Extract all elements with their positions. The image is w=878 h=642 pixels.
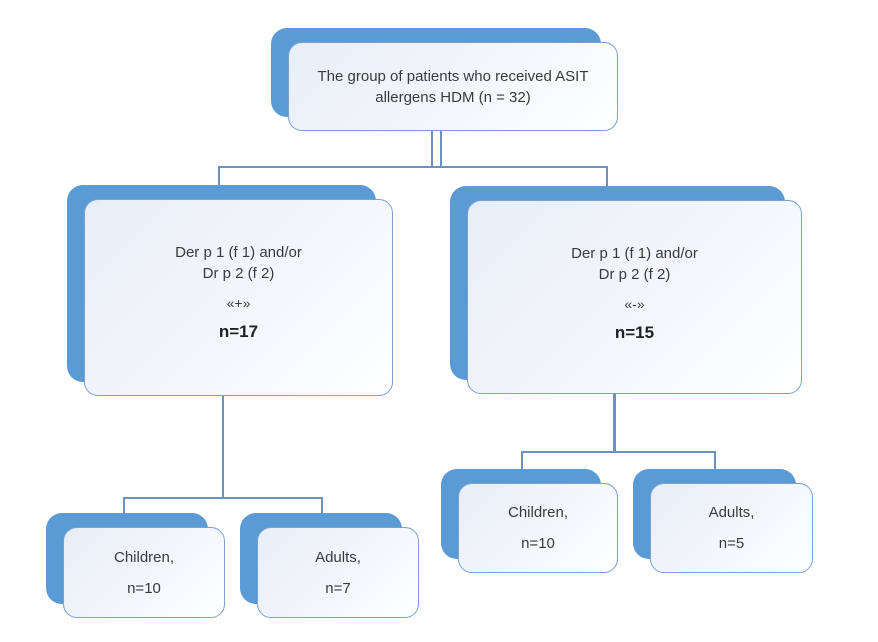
negative-adults-count: n=5 <box>718 535 745 552</box>
positive-children-label: Children, <box>113 548 175 566</box>
positive-adults-node: Adults, n=7 <box>240 513 419 618</box>
positive-children-box: Children, n=10 <box>63 527 225 618</box>
negative-branch-line2: Dr p 2 (f 2) <box>598 266 671 283</box>
negative-adults-box: Adults, n=5 <box>650 483 813 573</box>
negative-children-count: n=10 <box>521 535 555 552</box>
positive-branch-box: Der p 1 (f 1) and/or Dr p 2 (f 2) «+» n=… <box>84 199 393 396</box>
connector-line <box>218 166 608 168</box>
connector-line <box>521 451 716 453</box>
root-node: The group of patients who received ASIT … <box>271 28 618 131</box>
positive-branch-line2: Dr p 2 (f 2) <box>202 265 275 282</box>
connector-line <box>521 451 523 469</box>
negative-children-box: Children, n=10 <box>458 483 618 573</box>
root-node-text-line1: The group of patients who received ASIT <box>317 67 589 85</box>
negative-branch-line1: Der p 1 (f 1) and/or <box>571 245 698 262</box>
connector-line <box>222 395 224 499</box>
negative-count: n=15 <box>614 323 655 342</box>
connector-line <box>218 166 220 186</box>
connector-line <box>440 131 442 168</box>
negative-branch-box: Der p 1 (f 1) and/or Dr p 2 (f 2) «-» n=… <box>467 200 802 394</box>
positive-children-count: n=10 <box>127 579 161 597</box>
positive-branch-node: Der p 1 (f 1) and/or Dr p 2 (f 2) «+» n=… <box>67 185 393 396</box>
positive-count: n=17 <box>218 322 259 341</box>
positive-branch-line1: Der p 1 (f 1) and/or <box>175 244 302 261</box>
negative-adults-node: Adults, n=5 <box>633 469 813 573</box>
negative-adults-label: Adults, <box>708 504 755 521</box>
positive-adults-box: Adults, n=7 <box>257 527 419 618</box>
negative-children-node: Children, n=10 <box>441 469 618 573</box>
connector-line <box>606 166 608 186</box>
root-node-text-line2: allergens HDM (n = 32) <box>375 88 531 106</box>
positive-adults-label: Adults, <box>315 548 361 566</box>
connector-line <box>321 497 323 514</box>
root-node-box: The group of patients who received ASIT … <box>288 42 618 131</box>
positive-adults-count: n=7 <box>325 579 351 597</box>
connector-line <box>613 392 616 453</box>
connector-line <box>123 497 323 499</box>
negative-children-label: Children, <box>507 504 569 521</box>
connector-line <box>714 451 716 469</box>
connector-line <box>431 131 433 168</box>
positive-children-node: Children, n=10 <box>46 513 225 618</box>
negative-branch-node: Der p 1 (f 1) and/or Dr p 2 (f 2) «-» n=… <box>450 186 802 394</box>
connector-line <box>123 497 125 514</box>
negative-sign: «-» <box>624 296 645 312</box>
positive-sign: «+» <box>226 295 251 311</box>
